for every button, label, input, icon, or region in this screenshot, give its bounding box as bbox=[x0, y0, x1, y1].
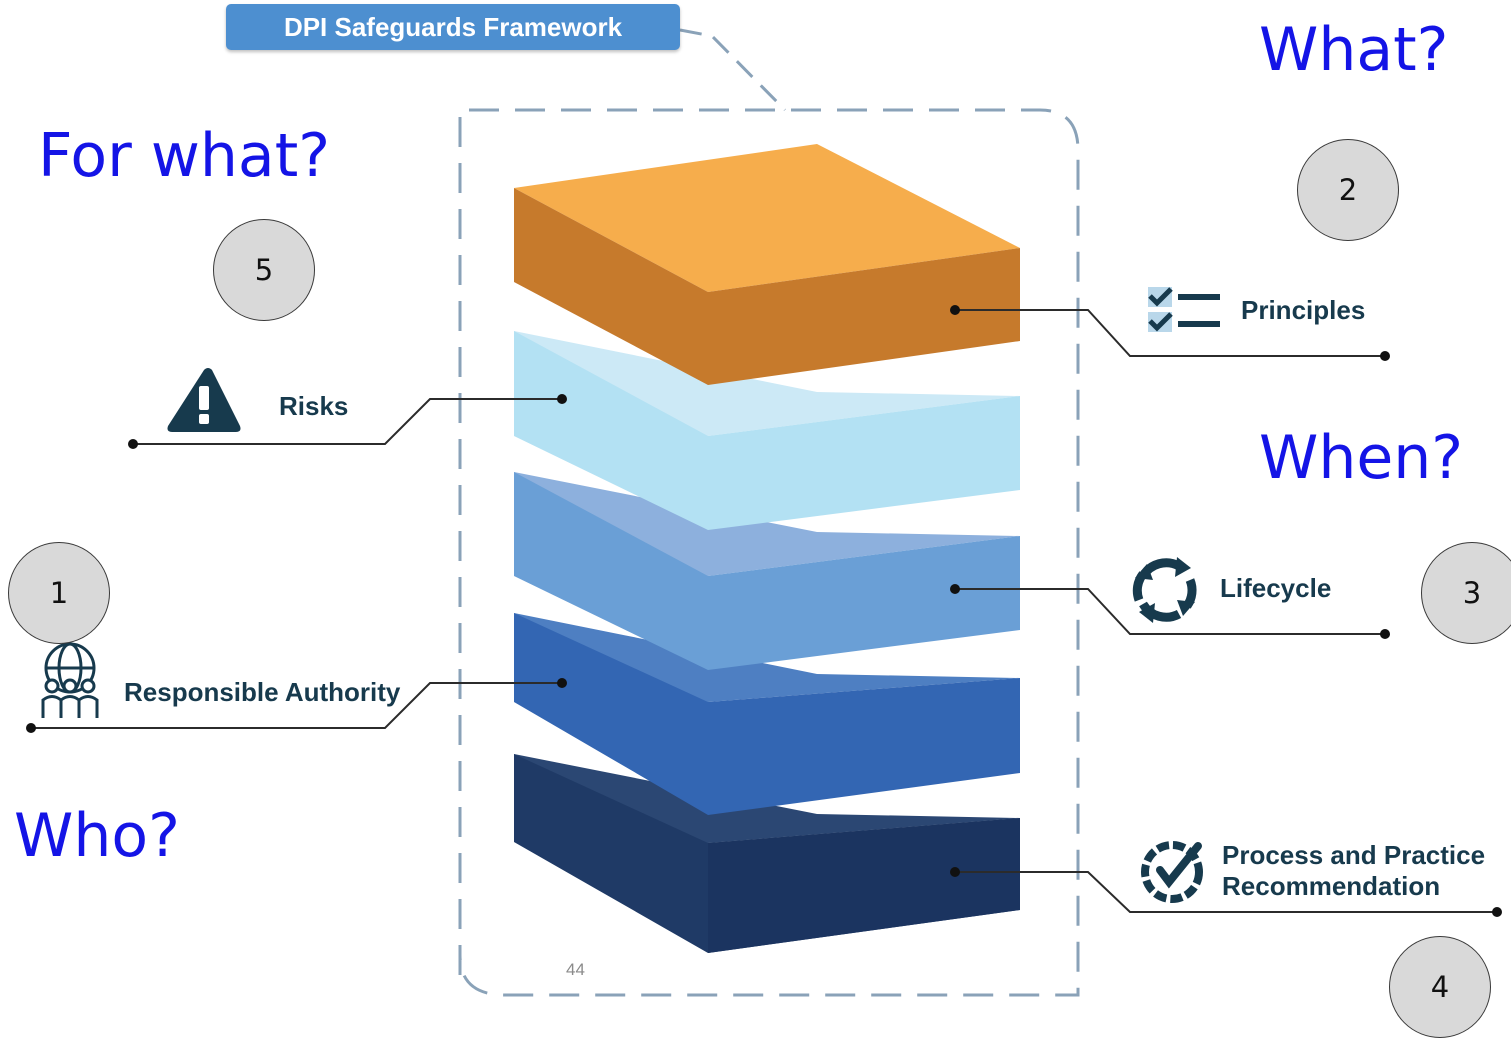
question-for-what: For what? bbox=[38, 121, 331, 191]
label-responsible-authority: Responsible Authority bbox=[124, 677, 401, 707]
label-process-line2: Recommendation bbox=[1222, 871, 1441, 901]
number-badge-1: 1 bbox=[8, 542, 110, 644]
layer-light bbox=[514, 331, 1020, 530]
layer-orange bbox=[514, 144, 1020, 385]
dot bbox=[128, 439, 138, 449]
label-process-line1: Process and Practice bbox=[1222, 840, 1486, 870]
cycle-arrows-icon bbox=[1132, 557, 1197, 623]
label-principles: Principles bbox=[1241, 295, 1366, 325]
layer-navy bbox=[514, 754, 1020, 953]
number-badge-2: 2 bbox=[1297, 139, 1399, 241]
principles-connector bbox=[955, 309, 1385, 357]
layer-blue-front bbox=[514, 613, 1020, 815]
badge-check-icon bbox=[1141, 841, 1203, 903]
layer-orange-side bbox=[708, 248, 1020, 385]
layer-orange-front bbox=[514, 188, 708, 385]
process-connector bbox=[955, 871, 1497, 913]
dot bbox=[950, 305, 960, 315]
framework-title: DPI Safeguards Framework bbox=[226, 4, 680, 50]
layer-mid-front bbox=[514, 472, 1020, 670]
layer-blue bbox=[514, 613, 1020, 815]
number-badge-5: 5 bbox=[213, 219, 315, 321]
dot bbox=[950, 867, 960, 877]
dot bbox=[950, 584, 960, 594]
label-risks: Risks bbox=[279, 391, 349, 421]
dot bbox=[1380, 629, 1390, 639]
warning-icon bbox=[167, 368, 241, 432]
number-badge-4: 4 bbox=[1389, 936, 1491, 1038]
dot bbox=[1492, 907, 1502, 917]
layer-light-front bbox=[514, 331, 1020, 530]
dot bbox=[557, 678, 567, 688]
page-number: 44 bbox=[566, 960, 585, 979]
question-when: When? bbox=[1259, 423, 1464, 493]
globe-people-icon bbox=[41, 642, 99, 718]
question-who: Who? bbox=[14, 801, 180, 871]
dot bbox=[26, 723, 36, 733]
number-badge-3: 3 bbox=[1421, 542, 1511, 644]
label-lifecycle: Lifecycle bbox=[1220, 573, 1332, 603]
dot bbox=[1380, 351, 1390, 361]
layer-navy-side bbox=[708, 818, 1020, 953]
layer-mid bbox=[514, 472, 1020, 670]
title-connector bbox=[679, 28, 787, 112]
dashed-frame bbox=[458, 108, 1080, 997]
authority-connector bbox=[31, 682, 562, 729]
risks-connector bbox=[133, 398, 562, 445]
layer-orange-top bbox=[514, 144, 1020, 292]
lifecycle-connector bbox=[955, 588, 1385, 635]
checklist-icon bbox=[1148, 287, 1220, 332]
dot bbox=[557, 394, 567, 404]
question-what: What? bbox=[1259, 15, 1449, 85]
